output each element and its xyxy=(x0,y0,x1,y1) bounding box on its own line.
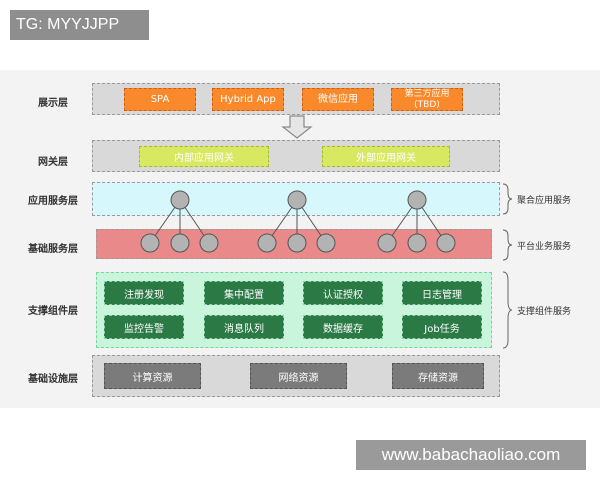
service-node-icon xyxy=(170,233,190,253)
infra-item-network: 网络资源 xyxy=(250,363,347,389)
support-item-data-cache: 数据缓存 xyxy=(303,315,383,339)
support-item-monitoring: 监控告警 xyxy=(104,315,184,339)
service-node-icon xyxy=(407,190,427,210)
infra-item-compute: 计算资源 xyxy=(104,363,201,389)
presentation-item-third-party: 第三方应用 (TBD) xyxy=(391,88,463,111)
layer-label-support: 支撑组件层 xyxy=(28,306,78,317)
support-item-job-task: Job任务 xyxy=(402,315,482,339)
service-node-icon xyxy=(436,233,456,253)
support-item-log-management: 日志管理 xyxy=(402,281,482,305)
side-label-support: 支撑组件服务 xyxy=(517,307,572,317)
layer-label-gateway: 网关层 xyxy=(38,157,68,168)
support-item-auth: 认证授权 xyxy=(303,281,383,305)
service-node-icon xyxy=(140,233,160,253)
gateway-item-internal: 内部应用网关 xyxy=(139,146,269,167)
service-node-icon xyxy=(199,233,219,253)
service-node-icon xyxy=(316,233,336,253)
side-label-base-service: 平台业务服务 xyxy=(517,242,572,252)
service-node-icon xyxy=(257,233,277,253)
layer-label-app-service: 应用服务层 xyxy=(28,196,78,207)
bracket-icon xyxy=(502,183,513,215)
bracket-icon xyxy=(502,229,513,261)
presentation-item-wechat-app: 微信应用 xyxy=(302,88,374,111)
bracket-icon xyxy=(502,271,513,349)
side-label-app-service: 聚合应用服务 xyxy=(517,196,572,206)
watermark: www.babachaoliao.com xyxy=(356,440,586,470)
service-node-icon xyxy=(287,190,307,210)
support-item-config-center: 集中配置 xyxy=(204,281,284,305)
gateway-item-external: 外部应用网关 xyxy=(322,146,450,167)
layer-label-infra: 基础设施层 xyxy=(28,374,78,385)
presentation-item-spa: SPA xyxy=(124,88,196,111)
tg-tag: TG: MYYJJPP xyxy=(10,10,149,40)
down-arrow-icon xyxy=(281,115,313,139)
service-node-icon xyxy=(407,233,427,253)
service-node-icon xyxy=(170,190,190,210)
service-node-icon xyxy=(377,233,397,253)
layer-label-base-service: 基础服务层 xyxy=(28,244,78,255)
layer-label-presentation: 展示层 xyxy=(38,98,68,109)
service-node-icon xyxy=(287,233,307,253)
presentation-item-hybrid-app: Hybrid App xyxy=(212,88,284,111)
infra-item-storage: 存储资源 xyxy=(392,363,484,389)
support-item-service-discovery: 注册发现 xyxy=(104,281,184,305)
support-item-message-queue: 消息队列 xyxy=(204,315,284,339)
